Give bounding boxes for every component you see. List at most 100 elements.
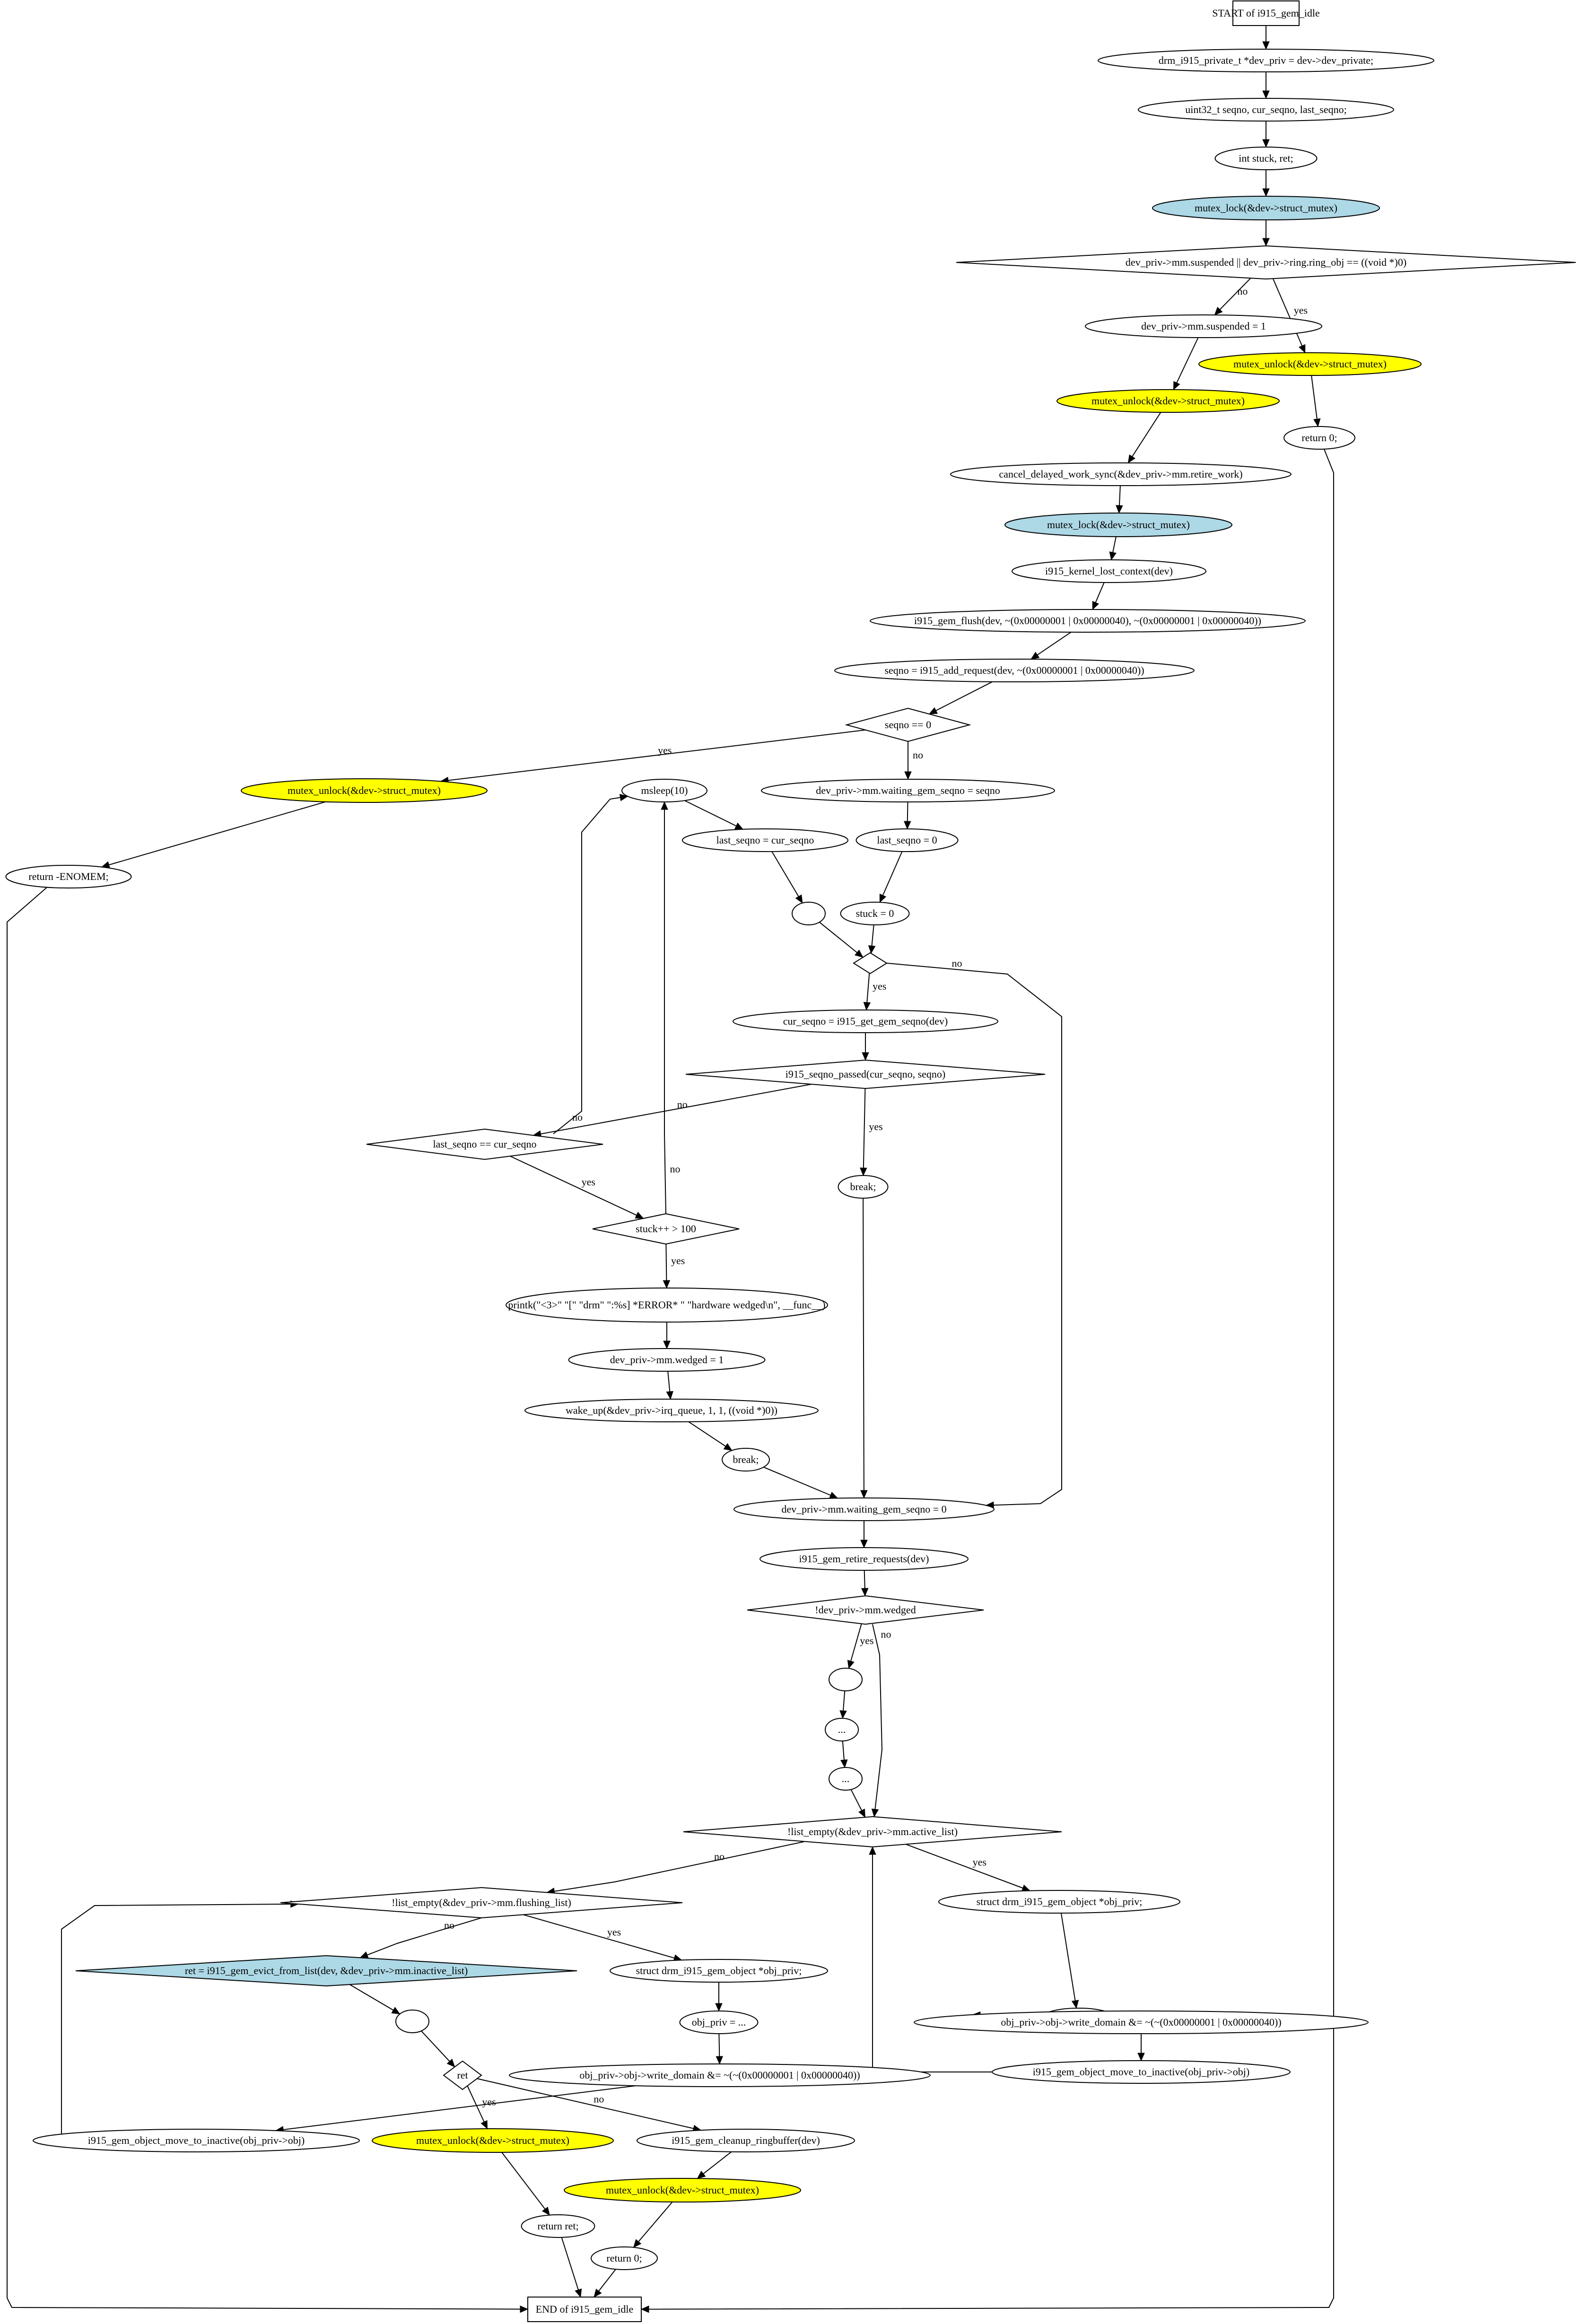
ellipse-shape [524,1399,819,1422]
ellipse-shape [992,2060,1291,2084]
node-label: dev_priv->mm.suspended = 1 [1141,320,1266,332]
node-d7: !dev_priv->mm.wedged [747,1595,984,1625]
node-label: dev_priv->mm.waiting_gem_seqno = 0 [781,1503,946,1515]
node-label: ... [838,1723,846,1735]
node-d5: last_seqno == cur_seqno [366,1128,603,1160]
ellipse-shape [733,1010,998,1033]
arrowhead-n2-to-n3 [1262,139,1270,148]
arrowhead-n18-to-n20 [795,894,803,904]
arrowhead-n41-to-d8 [869,1846,876,1855]
edge-d8-to-n33 [906,1844,1030,1891]
edge-d1-to-n6 [1272,278,1306,353]
node-label: seqno == 0 [885,719,931,731]
edge-n20-to-d3 [819,922,864,958]
node-label: return -ENOMEM; [28,870,108,882]
edge-label: no [714,1851,725,1863]
node-label: seqno = i915_add_request(dev, ~(0x000000… [884,664,1144,676]
node-label: drm_i915_private_t *dev_priv = dev->dev_… [1159,54,1373,66]
ellipse-shape [621,779,707,802]
arrowhead-n16-to-n18 [734,822,744,830]
node-n45: return ret; [521,2214,595,2238]
ellipse-shape [1056,389,1280,413]
arrowhead-d11-to-n42 [480,2120,488,2130]
ellipse-shape [506,1288,828,1323]
node-label: cancel_delayed_work_sync(&dev_priv->mm.r… [999,468,1242,480]
ellipse-shape [855,828,959,852]
node-n39: obj_priv->obj->write_domain &= ~(~(0x000… [914,2011,1369,2034]
edge-n41-to-d8 [872,1847,1003,2072]
node-n33: struct drm_i915_gem_object *obj_priv; [938,1890,1180,1914]
ellipse-shape [591,2246,658,2270]
arrowhead-n30-to-n31 [839,1710,847,1719]
edge-label: no [677,1098,688,1110]
arrowhead-n9-to-n10 [1116,505,1123,514]
ellipse-shape [825,1718,859,1741]
edge-d3-to-n28 [886,963,1062,1506]
node-n34: struct drm_i915_gem_object *obj_priv; [610,1959,828,1983]
edge-d7-to-d8 [872,1624,883,1817]
arrowhead-d2-to-n17 [904,771,912,780]
box-shape [527,2297,642,2322]
node-n14: mutex_unlock(&dev->struct_mutex) [241,778,488,803]
diamond-shape [366,1128,603,1160]
edge-label: yes [1294,305,1308,316]
arrowhead-d1-to-n6 [1299,344,1306,354]
node-label: mutex_unlock(&dev->struct_mutex) [606,2184,759,2196]
node-label: obj_priv->obj->write_domain &= ~(~(0x000… [579,2069,860,2081]
arrowhead-d5-to-d6 [635,1211,644,1219]
node-n41: i915_gem_object_move_to_inactive(obj_pri… [992,2060,1291,2084]
node-label: ret = i915_gem_evict_from_list(dev, &dev… [185,1965,468,1976]
ellipse-shape [1283,426,1355,450]
edge-d11-to-n43 [477,2078,701,2131]
node-n30 [829,1668,863,1691]
ellipse-shape [568,1348,766,1372]
node-n46: return 0; [591,2246,658,2270]
ellipse-shape [1004,513,1232,537]
edge-n8-to-end [641,449,1334,2310]
diamond-shape [443,2060,482,2090]
node-n42: mutex_unlock(&dev->struct_mutex) [372,2128,614,2153]
node-label: last_seqno = 0 [877,834,937,846]
arrowhead-n36-to-d11 [446,2058,455,2068]
edge-label: yes [973,1856,986,1868]
node-n29: i915_gem_retire_requests(dev) [759,1547,969,1571]
node-label: !dev_priv->mm.wedged [815,1604,916,1616]
node-label: break; [733,1454,759,1465]
node-d2: seqno == 0 [845,707,971,742]
edge-d11-to-n42 [467,2085,488,2129]
node-n22: cur_seqno = i915_get_gem_seqno(dev) [733,1010,998,1033]
arrowhead-n15-to-end [520,2305,529,2313]
edge-d6-to-n16 [664,802,666,1214]
edge-n19-to-n21 [879,851,903,903]
edge-d4-to-n23 [863,1088,866,1176]
node-label: END of i915_gem_idle [536,2303,634,2315]
arrowhead-n10-to-n11 [1109,551,1117,561]
edge-n36-to-d11 [421,2030,455,2067]
edge-n15-to-end [7,887,528,2310]
edge-label: yes [658,744,672,756]
ellipse-shape [870,609,1306,633]
node-n1: drm_i915_private_t *dev_priv = dev->dev_… [1098,49,1434,72]
arrowhead-n6-to-n8 [1313,418,1321,427]
edge-n5-to-n7 [1173,337,1199,390]
node-d4: i915_seqno_passed(cur_seqno, seqno) [685,1059,1046,1089]
node-start: START of i915_gem_idle [1212,0,1320,26]
node-label: cur_seqno = i915_get_gem_seqno(dev) [783,1015,948,1027]
node-label: stuck = 0 [856,907,894,919]
arrowhead-n22-to-d4 [862,1052,869,1061]
node-d6: stuck++ > 100 [592,1213,740,1245]
node-n31: ... [825,1718,859,1741]
node-label: i915_gem_object_move_to_inactive(obj_pri… [1033,2066,1249,2078]
node-n3: int stuck, ret; [1214,147,1318,170]
edge-n27-to-n28 [763,1466,838,1499]
arrowhead-n17-to-n19 [904,821,911,830]
edge-label: no [881,1628,891,1640]
arrowhead-n43-to-n44 [697,2170,706,2179]
arrowhead-n19-to-n21 [879,894,887,903]
arrowhead-n26-to-n27 [723,1443,733,1451]
node-n2: uint32_t seqno, cur_seqno, last_seqno; [1138,98,1394,122]
ellipse-shape [1214,147,1318,170]
node-label: break; [850,1181,876,1192]
box-shape [1232,0,1300,26]
edge-label: no [572,1111,583,1123]
